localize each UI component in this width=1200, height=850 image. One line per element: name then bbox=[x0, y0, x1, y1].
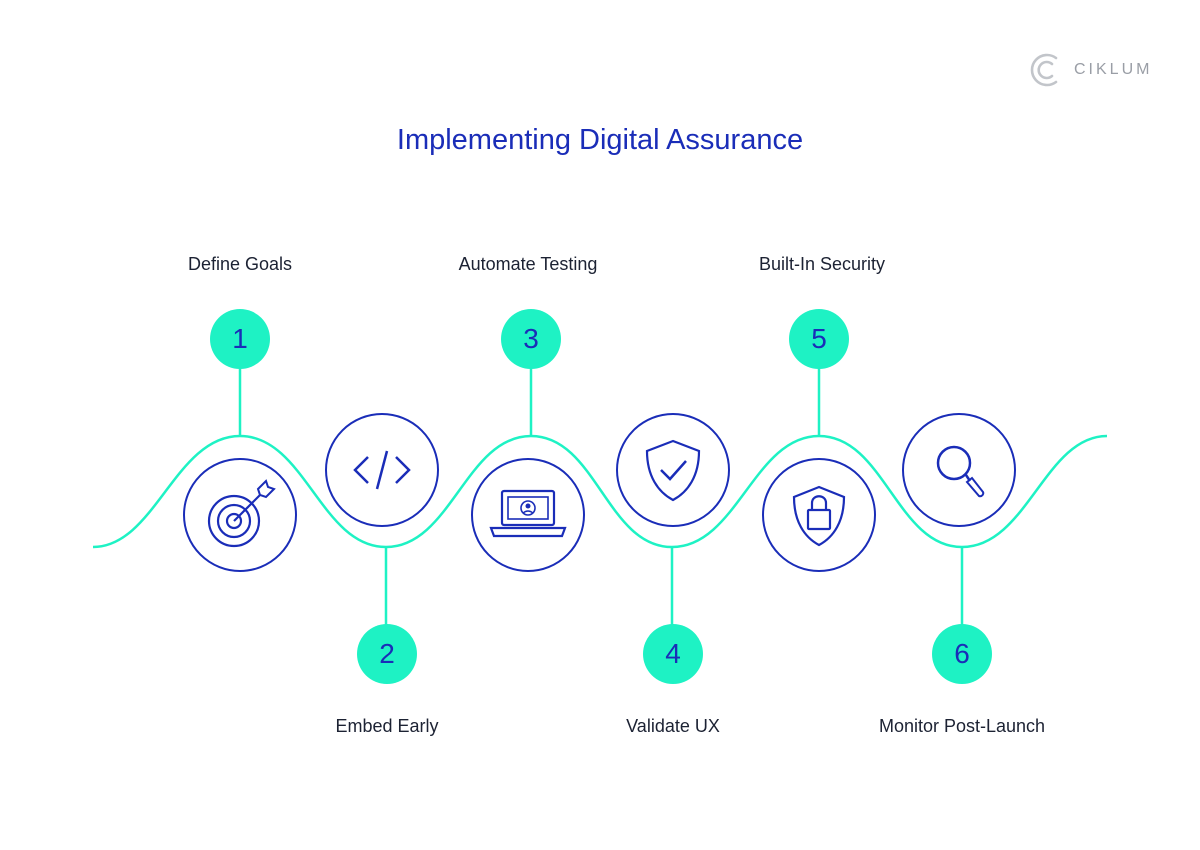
brand-name: CIKLUM bbox=[1074, 61, 1153, 78]
step-6-magnifier-icon bbox=[902, 413, 1016, 527]
brand-logo: CIKLUM bbox=[1028, 50, 1152, 90]
step-label-1: Define Goals bbox=[187, 254, 293, 274]
step-label-4: Validate UX bbox=[626, 716, 720, 736]
step-badge-4: 4 bbox=[643, 624, 703, 684]
step-1-target-icon bbox=[183, 458, 297, 572]
step-3-laptop-icon bbox=[471, 458, 585, 572]
wave-line bbox=[92, 434, 1108, 549]
step-badge-3: 3 bbox=[501, 309, 561, 369]
step-5-shield-lock-icon bbox=[762, 458, 876, 572]
step-label-6: Monitor Post-Launch bbox=[878, 716, 1046, 736]
step-badge-1: 1 bbox=[210, 309, 270, 369]
ciklum-logo-icon bbox=[1030, 53, 1058, 87]
page-title: Implementing Digital Assurance bbox=[396, 124, 804, 156]
step-2-code-icon bbox=[325, 413, 439, 527]
step-badge-6: 6 bbox=[932, 624, 992, 684]
step-label-3: Automate Testing bbox=[458, 254, 598, 274]
step-label-5: Built-In Security bbox=[758, 254, 886, 274]
step-badge-2: 2 bbox=[357, 624, 417, 684]
step-4-shield-check-icon bbox=[616, 413, 730, 527]
step-badge-5: 5 bbox=[789, 309, 849, 369]
step-label-2: Embed Early bbox=[335, 716, 439, 736]
